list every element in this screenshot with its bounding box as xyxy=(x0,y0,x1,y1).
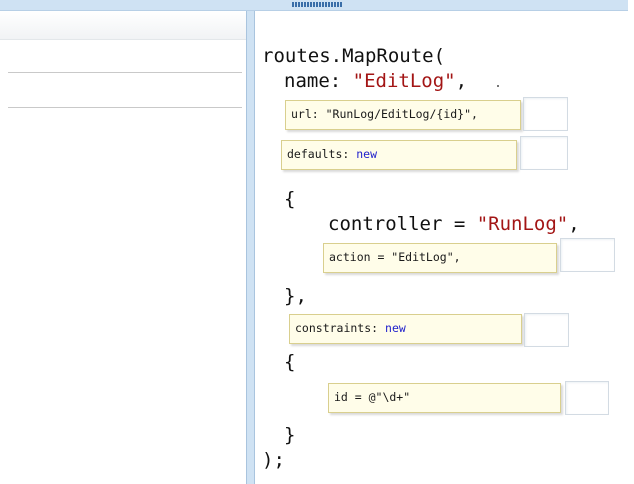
drag-item-url[interactable]: url: "RunLog/EditLog/{id}", xyxy=(285,100,521,130)
drop-slot-constraints[interactable] xyxy=(524,313,569,347)
drag-item-id[interactable]: id = @"\d+" xyxy=(328,383,561,413)
code-line-maproute: routes.MapRoute( xyxy=(262,45,446,67)
controller-key: controller = xyxy=(328,213,477,235)
top-toolbar xyxy=(0,0,628,11)
code-open-brace-defaults: { xyxy=(284,188,296,210)
code-close-brace-defaults: }, xyxy=(284,285,307,307)
answer-pane xyxy=(0,11,246,484)
drop-slot-url[interactable] xyxy=(523,97,568,131)
drop-slot-id[interactable] xyxy=(565,381,609,415)
controller-value: "RunLog" xyxy=(476,213,569,235)
defaults-text: defaults: xyxy=(287,147,357,161)
drag-item-constraints[interactable]: constraints: new xyxy=(289,314,522,344)
name-key: name: xyxy=(284,70,353,92)
answer-pane-header xyxy=(0,11,246,40)
name-comma: , xyxy=(455,70,468,92)
code-close-brace-constraints: } xyxy=(284,424,296,446)
resize-grip-icon[interactable] xyxy=(292,2,342,7)
answer-divider xyxy=(8,107,242,108)
pane-splitter[interactable] xyxy=(246,11,255,484)
code-line-end: ); xyxy=(262,449,285,471)
code-line-name: name: "EditLog", xyxy=(284,70,467,92)
code-open-brace-constraints: { xyxy=(284,351,296,373)
controller-comma: , xyxy=(568,213,580,235)
drag-item-defaults[interactable]: defaults: new xyxy=(281,140,517,170)
stray-dot xyxy=(497,85,499,87)
code-line-controller: controller = "RunLog", xyxy=(328,213,580,235)
drop-slot-action[interactable] xyxy=(560,238,615,272)
constraints-text: constraints: xyxy=(295,321,386,335)
name-value: "EditLog" xyxy=(352,70,456,92)
drag-item-action[interactable]: action = "EditLog", xyxy=(323,243,557,273)
defaults-new-keyword: new xyxy=(356,147,378,161)
drop-slot-defaults[interactable] xyxy=(520,136,568,170)
constraints-new-keyword: new xyxy=(385,321,406,335)
answer-divider xyxy=(8,72,242,73)
